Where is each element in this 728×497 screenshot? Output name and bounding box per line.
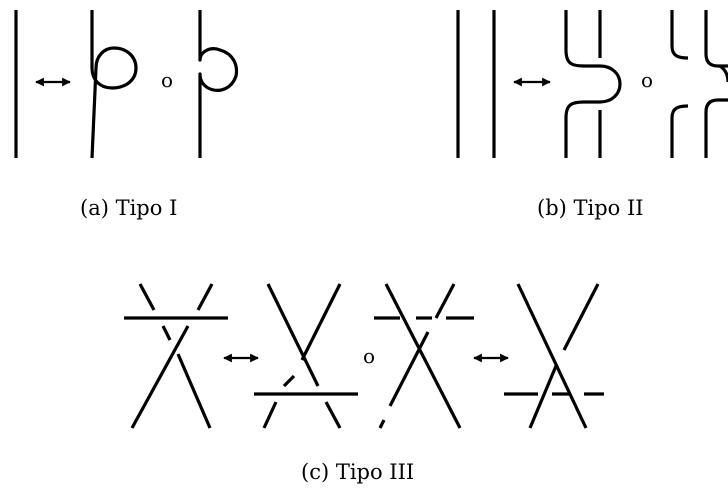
type-ii-right-strand-a-low: [670, 104, 689, 158]
type-iii-or-label: o: [363, 344, 376, 368]
caption-type-ii: (b) Tipo II: [537, 196, 644, 220]
type-i-diagram: [14, 10, 239, 159]
type-i-loop-left: [90, 10, 138, 159]
type-iii-diagram: [124, 283, 604, 429]
type-ii-right-bulge: [719, 64, 728, 83]
type-i-or-label: o: [161, 68, 174, 92]
type-ii-right-strand-b-low: [704, 98, 728, 158]
type-ii-or-label: o: [641, 68, 654, 92]
caption-type-i: (a) Tipo I: [80, 196, 178, 220]
type-ii-left-bulge-strand: [564, 10, 622, 158]
type-iii-panel-1: [124, 283, 228, 429]
type-ii-right-strand-b: [704, 10, 728, 68]
type-ii-right-strand-a: [670, 10, 689, 60]
type-iii-panel-4: [504, 283, 604, 429]
type-iii-panel-2: [254, 283, 358, 429]
type-iii-panel-3: [374, 283, 474, 429]
type-ii-diagram: [456, 10, 728, 158]
caption-type-iii: (c) Tipo III: [301, 460, 415, 484]
type-i-loop-right: [198, 10, 239, 158]
